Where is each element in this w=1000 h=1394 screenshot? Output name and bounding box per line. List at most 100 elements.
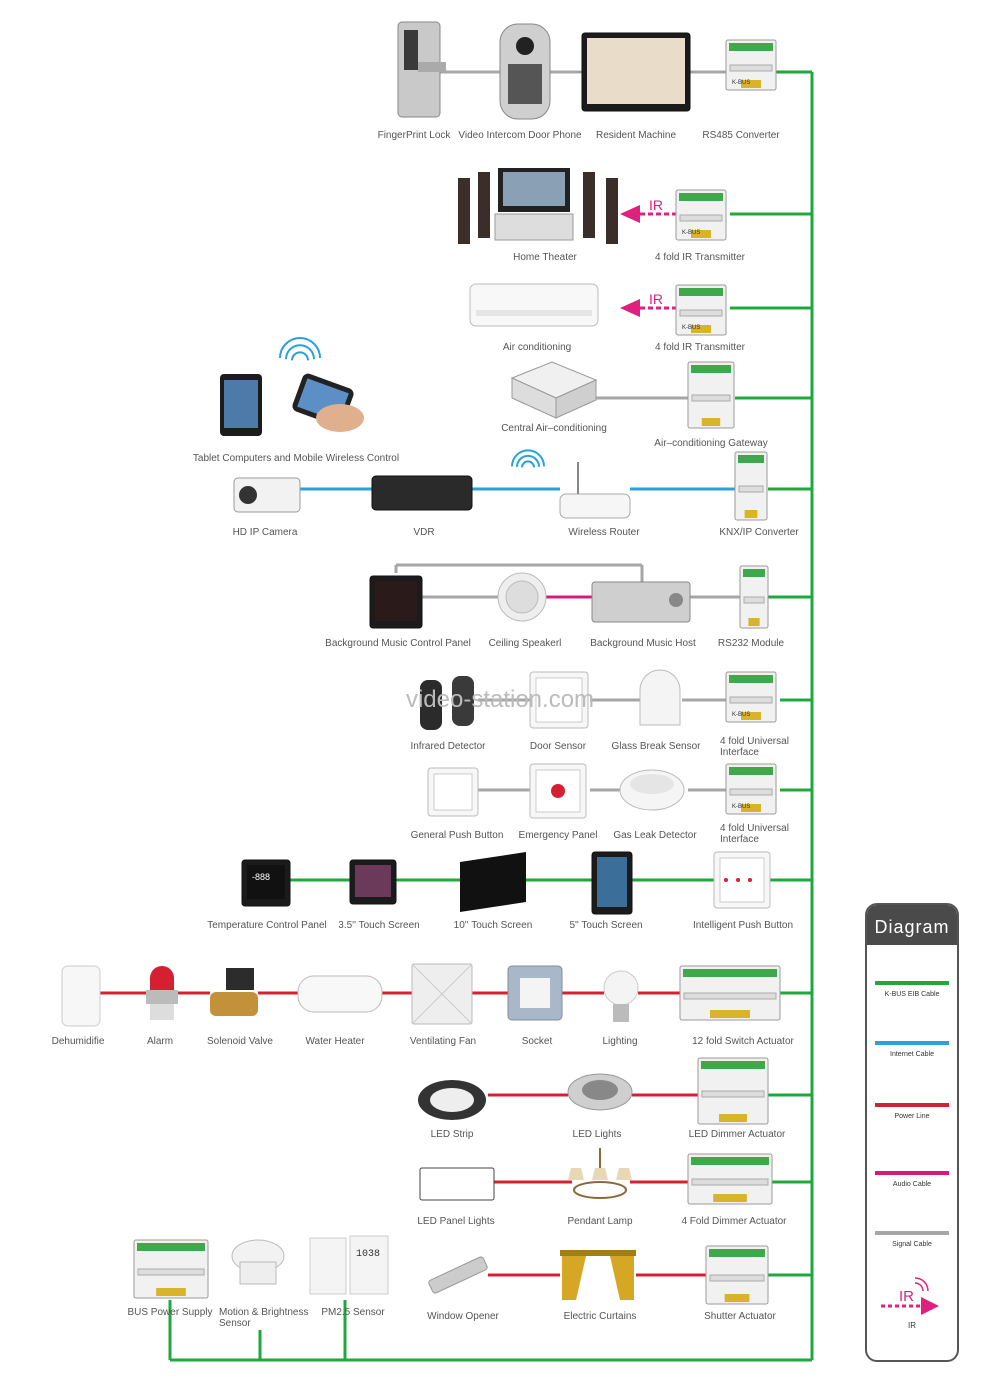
svg-text:K-BUS: K-BUS	[732, 80, 750, 86]
ir-badge: IR	[649, 291, 663, 307]
switch-actuator-12-icon	[679, 965, 781, 1021]
bg-music-panel-icon	[369, 575, 423, 629]
tablet-mobile-label: Tablet Computers and Mobile Wireless Con…	[193, 453, 399, 464]
temp-control-panel-label: Temperature Control Panel	[207, 920, 327, 931]
water-heater-label: Water Heater	[305, 1036, 365, 1047]
ir-arrow-head	[620, 205, 640, 223]
door-sensor-icon	[529, 671, 589, 729]
legend-label: Power Line	[894, 1113, 930, 1120]
legend-item: Signal Cable	[875, 1231, 949, 1248]
universal-interface-1-icon: K-BUS	[725, 671, 777, 723]
touch-screen-5-label: 5'' Touch Screen	[569, 920, 642, 931]
legend-item: Power Line	[875, 1103, 949, 1120]
touch-screen-35-label: 3.5'' Touch Screen	[338, 920, 419, 931]
tablet-mobile-icon	[220, 337, 364, 436]
led-dimmer-actuator-label: LED Dimmer Actuator	[689, 1129, 786, 1140]
legend-label: Audio Cable	[892, 1181, 932, 1188]
intelligent-push-button-icon	[713, 851, 771, 909]
led-panel-lights-label: LED Panel Lights	[417, 1216, 494, 1227]
central-ac-icon	[510, 361, 598, 419]
led-lights-icon	[567, 1073, 633, 1111]
pendant-lamp-label: Pendant Lamp	[567, 1216, 632, 1227]
dehumidifier-label: Dehumidifie	[52, 1036, 105, 1047]
legend-line	[875, 1041, 949, 1045]
home-theater-label: Home Theater	[513, 252, 577, 263]
ir-badge: IR	[649, 197, 663, 213]
bus-power-supply-label: BUS Power Supply	[127, 1307, 212, 1318]
central-ac-label: Central Air–conditioning	[501, 423, 607, 434]
rs232-module-icon	[739, 565, 769, 629]
fingerprint-lock-icon	[397, 21, 446, 118]
touch-screen-10-icon	[460, 852, 526, 912]
window-opener-label: Window Opener	[427, 1311, 499, 1322]
legend-line	[875, 1231, 949, 1235]
bg-music-host-icon	[591, 581, 691, 623]
electric-curtains-label: Electric Curtains	[564, 1311, 637, 1322]
vdr-icon	[371, 475, 473, 511]
temp-control-panel-icon: -888	[241, 859, 291, 907]
video-intercom-icon	[499, 23, 551, 120]
led-dimmer-actuator-icon	[697, 1057, 769, 1125]
ir-transmitter-1-icon: K-BUS	[675, 189, 727, 241]
led-panel-lights-icon	[419, 1167, 495, 1201]
ir-arrow-head	[620, 299, 640, 317]
bg-music-host-label: Background Music Host	[590, 638, 696, 649]
lighting-label: Lighting	[602, 1036, 637, 1047]
pm25-sensor-icon: 1038	[309, 1235, 389, 1295]
knx-ip-converter-icon	[734, 451, 768, 521]
svg-text:K-BUS: K-BUS	[682, 325, 700, 331]
devices: K-BUS K-BUS K-BUS K-BUS K-BUS -888 1038	[61, 21, 781, 1305]
intelligent-push-button-label: Intelligent Push Button	[693, 920, 793, 931]
pm25-sensor-label: PM2.5 Sensor	[321, 1307, 385, 1318]
led-lights-label: LED Lights	[573, 1129, 622, 1140]
water-heater-icon	[297, 975, 383, 1013]
motion-sensor-icon	[231, 1239, 285, 1285]
svg-text:-888: -888	[252, 872, 270, 882]
socket-icon	[507, 965, 563, 1021]
ir-icon-text: IR	[899, 1288, 914, 1305]
socket-label: Socket	[522, 1036, 553, 1047]
infrared-detector-label: Infrared Detector	[410, 741, 486, 752]
touch-screen-5-icon	[591, 851, 633, 915]
alarm-icon	[146, 966, 178, 1020]
air-conditioning-label: Air conditioning	[503, 342, 571, 353]
legend-line	[875, 1171, 949, 1175]
lighting-icon	[603, 970, 639, 1022]
legend-item: Audio Cable	[875, 1171, 949, 1188]
wireless-router-icon	[511, 449, 631, 519]
legend-label: Signal Cable	[892, 1241, 932, 1248]
shutter-actuator-label: Shutter Actuator	[704, 1311, 776, 1322]
svg-text:1038: 1038	[356, 1249, 380, 1260]
rs485-converter-label: RS485 Converter	[702, 130, 780, 141]
rs485-converter-icon: K-BUS	[725, 39, 777, 91]
legend-ir-label: IR	[908, 1321, 916, 1330]
ir-transmitter-2-label: 4 fold IR Transmitter	[655, 342, 746, 353]
svg-text:K-BUS: K-BUS	[682, 230, 700, 236]
legend-item: Internet Cable	[875, 1041, 949, 1058]
video-intercom-label: Video Intercom Door Phone	[458, 130, 582, 141]
ac-gateway-icon	[687, 361, 735, 429]
svg-text:K-BUS: K-BUS	[732, 712, 750, 718]
ac-gateway-label: Air–conditioning Gateway	[654, 438, 767, 449]
hd-ip-camera-icon	[233, 477, 301, 513]
general-push-button-icon	[427, 767, 479, 817]
legend-label: K-BUS EIB Cable	[884, 991, 940, 998]
window-opener-icon	[428, 1256, 488, 1294]
wireless-router-label: Wireless Router	[568, 527, 640, 538]
vdr-label: VDR	[413, 527, 434, 538]
door-sensor-label: Door Sensor	[530, 741, 587, 752]
general-push-button-label: General Push Button	[411, 830, 504, 841]
legend-line	[875, 981, 949, 985]
svg-text:K-BUS: K-BUS	[732, 804, 750, 810]
legend-line	[875, 1103, 949, 1107]
led-strip-label: LED Strip	[431, 1129, 474, 1140]
ceiling-speaker-label: Ceiling Speakerl	[489, 638, 562, 649]
gas-leak-detector-label: Gas Leak Detector	[613, 830, 697, 841]
ir-arrow-icon: IR	[881, 1277, 939, 1315]
knx-ip-converter-label: KNX/IP Converter	[719, 527, 799, 538]
alarm-label: Alarm	[147, 1036, 173, 1047]
